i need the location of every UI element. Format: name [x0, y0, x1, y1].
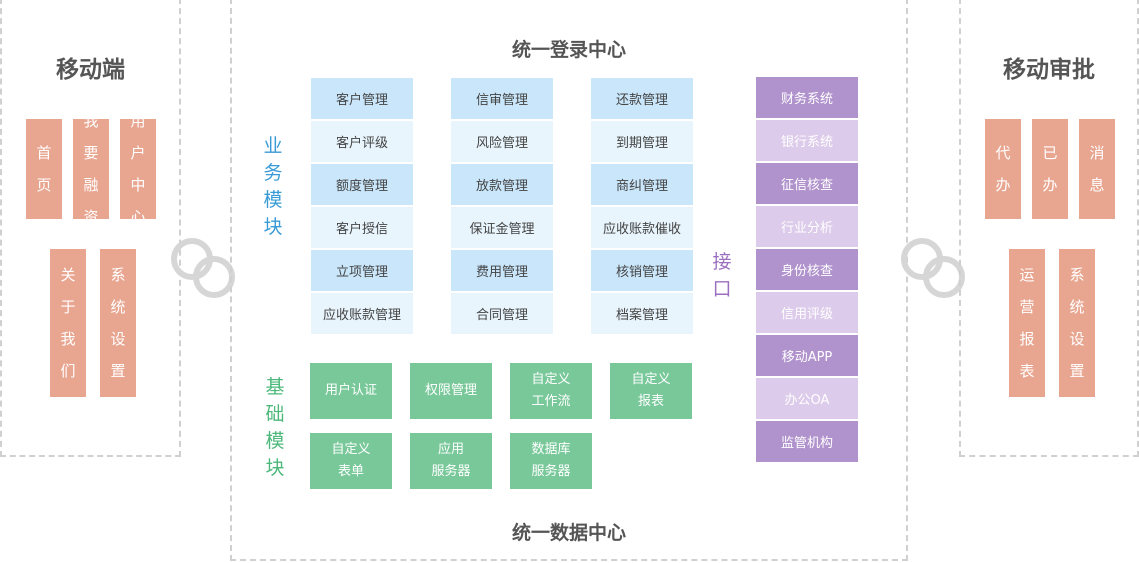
base-app-server[interactable]: 应用 服务器: [410, 433, 492, 489]
biz-project-management[interactable]: 立项管理: [311, 250, 413, 291]
iface-credit-check[interactable]: 征信核查: [756, 163, 858, 204]
approval-message-button[interactable]: 消息: [1079, 119, 1115, 219]
link-icon: [901, 238, 965, 298]
iface-office-oa[interactable]: 办公OA: [756, 378, 858, 419]
approval-report-button[interactable]: 运营报表: [1009, 249, 1045, 397]
iface-mobile-app[interactable]: 移动APP: [756, 335, 858, 376]
biz-fee-management[interactable]: 费用管理: [451, 250, 553, 291]
biz-archive-management[interactable]: 档案管理: [591, 293, 693, 334]
approval-settings-button[interactable]: 系统设置: [1059, 249, 1095, 397]
base-custom-form[interactable]: 自定义 表单: [310, 433, 392, 489]
mobile-panel: 移动端: [0, 0, 181, 457]
center-panel: 统一登录中心 统一数据中心: [230, 0, 908, 561]
biz-risk-management[interactable]: 风险管理: [451, 121, 553, 162]
base-module-label: 基础模块: [265, 376, 285, 479]
biz-receivables-collection[interactable]: 应收账款催收: [591, 207, 693, 248]
biz-deposit-management[interactable]: 保证金管理: [451, 207, 553, 248]
biz-customer-credit[interactable]: 客户授信: [311, 207, 413, 248]
approval-todo-button[interactable]: 代办: [985, 119, 1021, 219]
mobile-about-button[interactable]: 关于我们: [50, 249, 86, 397]
iface-credit-rating[interactable]: 信用评级: [756, 292, 858, 333]
base-db-server[interactable]: 数据库 服务器: [510, 433, 592, 489]
biz-receivables-management[interactable]: 应收账款管理: [311, 293, 413, 334]
base-user-auth[interactable]: 用户认证: [310, 363, 392, 419]
base-custom-workflow[interactable]: 自定义 工作流: [510, 363, 592, 419]
iface-industry-analysis[interactable]: 行业分析: [756, 206, 858, 247]
mobile-financing-button[interactable]: 我要融资: [73, 112, 109, 226]
data-center-title: 统一数据中心: [511, 522, 626, 544]
approval-title: 移动审批: [1003, 57, 1095, 83]
biz-maturity-management[interactable]: 到期管理: [591, 121, 693, 162]
approval-done-button[interactable]: 已办: [1032, 119, 1068, 219]
mobile-title: 移动端: [56, 57, 125, 83]
login-center-title: 统一登录中心: [511, 39, 626, 61]
base-custom-report[interactable]: 自定义 报表: [610, 363, 692, 419]
iface-finance-system[interactable]: 财务系统: [756, 77, 858, 118]
biz-repayment-management[interactable]: 还款管理: [591, 78, 693, 119]
base-permission-management[interactable]: 权限管理: [410, 363, 492, 419]
iface-bank-system[interactable]: 银行系统: [756, 120, 858, 161]
biz-loan-management[interactable]: 放款管理: [451, 164, 553, 205]
approval-panel: 移动审批: [959, 0, 1139, 457]
mobile-user-center-button[interactable]: 用户中心: [120, 112, 156, 226]
biz-contract-management[interactable]: 合同管理: [451, 293, 553, 334]
iface-identity-check[interactable]: 身份核查: [756, 249, 858, 290]
iface-regulator[interactable]: 监管机构: [756, 421, 858, 462]
interface-label: 接口: [712, 251, 732, 300]
biz-quota-management[interactable]: 额度管理: [311, 164, 413, 205]
mobile-settings-button[interactable]: 系统设置: [100, 249, 136, 397]
biz-credit-review[interactable]: 信审管理: [451, 78, 553, 119]
business-module-label: 业务模块: [263, 135, 283, 238]
biz-writeoff-management[interactable]: 核销管理: [591, 250, 693, 291]
mobile-home-button[interactable]: 首页: [26, 119, 62, 219]
biz-customer-rating[interactable]: 客户评级: [311, 121, 413, 162]
biz-customer-management[interactable]: 客户管理: [311, 78, 413, 119]
link-icon: [171, 238, 235, 298]
biz-dispute-management[interactable]: 商纠管理: [591, 164, 693, 205]
